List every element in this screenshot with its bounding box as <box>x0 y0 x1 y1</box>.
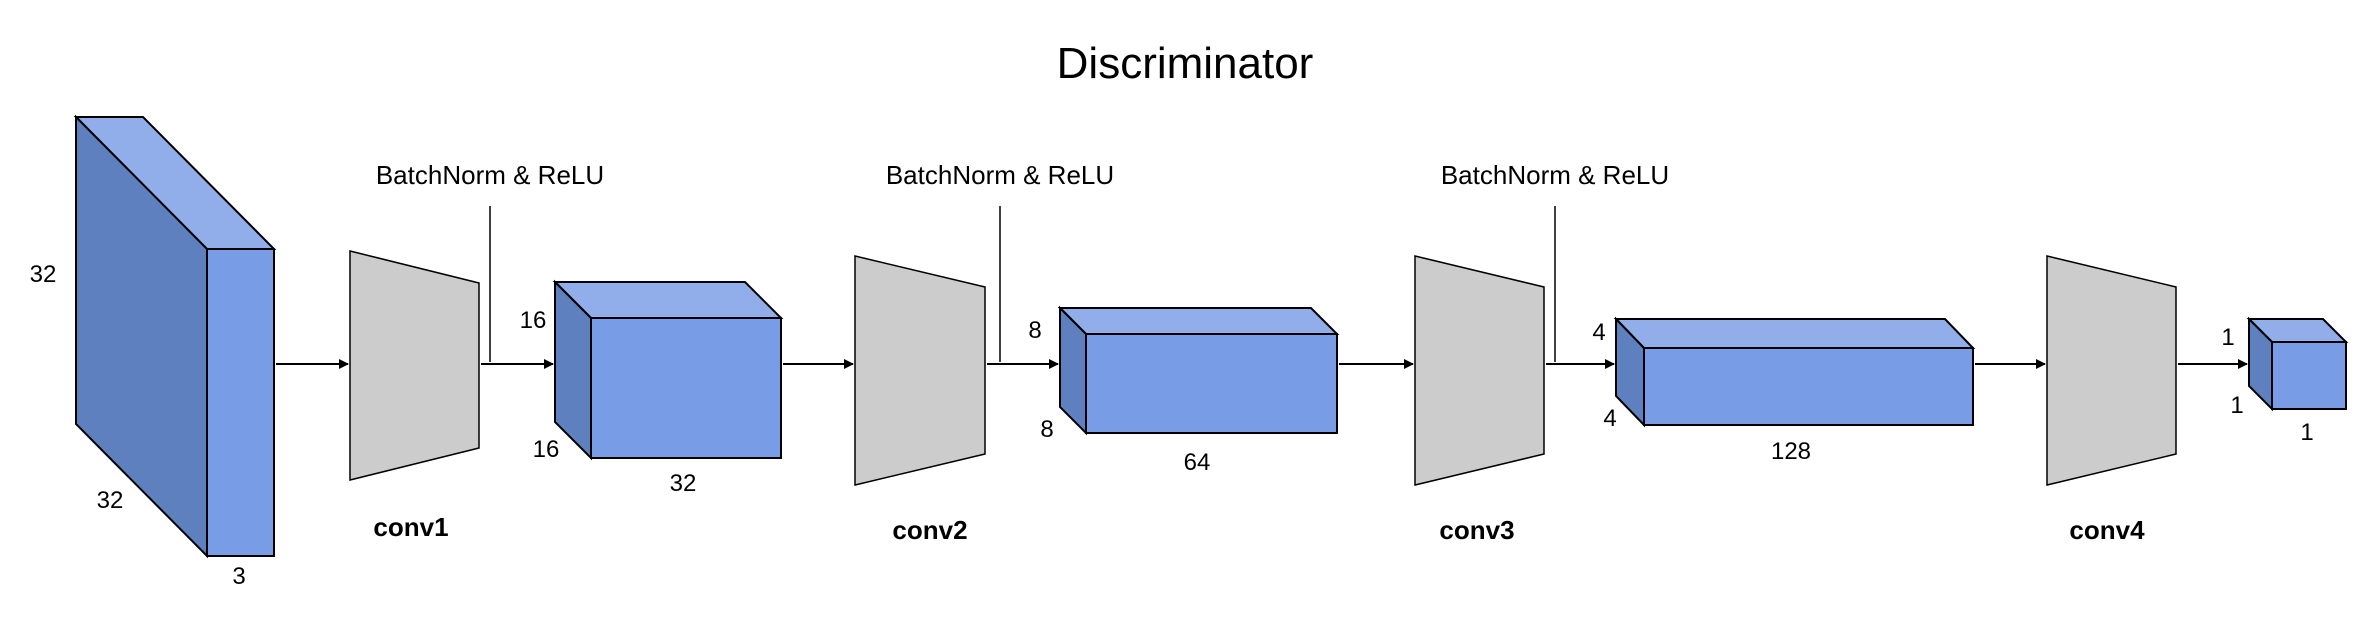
output-height-label: 1 <box>2221 324 2234 351</box>
output-depth-label: 1 <box>2230 392 2243 419</box>
block2-depth-label: 8 <box>1040 416 1053 443</box>
block3-top <box>1613 318 1976 349</box>
conv4-label: conv4 <box>2069 515 2145 545</box>
block1-front <box>590 317 782 459</box>
input-width-label: 3 <box>232 563 245 590</box>
input-height-label: 32 <box>30 261 57 288</box>
output-width-label: 1 <box>2300 419 2313 446</box>
block3-depth-label: 4 <box>1603 405 1616 432</box>
conv4-trapezoid <box>2046 255 2177 486</box>
input-block-front <box>206 248 275 557</box>
diagram-title: Discriminator <box>1057 39 1314 88</box>
block3-front <box>1643 347 1974 426</box>
block-16x16x32: 16 16 32 <box>520 279 784 497</box>
conv3-trapezoid <box>1414 255 1545 486</box>
block2-width-label: 64 <box>1184 449 1211 476</box>
block-8x8x64: 8 8 64 <box>1028 305 1340 476</box>
conv3-label: conv3 <box>1439 515 1514 545</box>
block1-height-label: 16 <box>520 307 547 334</box>
output-block-front <box>2271 341 2347 410</box>
conv1-trapezoid <box>349 250 480 481</box>
conv2-annotation: BatchNorm & ReLU <box>886 160 1114 190</box>
conv2-layer: BatchNorm & ReLU conv2 <box>854 160 1114 545</box>
conv1-annotation: BatchNorm & ReLU <box>376 160 604 190</box>
conv4-layer: conv4 <box>2046 255 2177 545</box>
block3-width-label: 128 <box>1771 438 1811 465</box>
conv1-layer: BatchNorm & ReLU conv1 <box>349 160 604 542</box>
conv2-trapezoid <box>854 255 986 486</box>
block1-depth-label: 16 <box>533 436 560 463</box>
conv1-label: conv1 <box>373 512 448 542</box>
block2-top <box>1057 307 1340 335</box>
block1-width-label: 32 <box>670 470 697 497</box>
conv2-label: conv2 <box>892 515 967 545</box>
block3-height-label: 4 <box>1592 319 1605 346</box>
input-block: 32 32 3 <box>30 114 277 590</box>
block-4x4x128: 4 4 128 <box>1592 316 1976 465</box>
input-depth-label: 32 <box>97 487 124 514</box>
block2-front <box>1085 333 1338 434</box>
conv3-layer: BatchNorm & ReLU conv3 <box>1414 160 1669 545</box>
block1-top <box>552 281 784 319</box>
output-block: 1 1 1 <box>2221 316 2349 446</box>
conv3-annotation: BatchNorm & ReLU <box>1441 160 1669 190</box>
block2-height-label: 8 <box>1028 317 1041 344</box>
